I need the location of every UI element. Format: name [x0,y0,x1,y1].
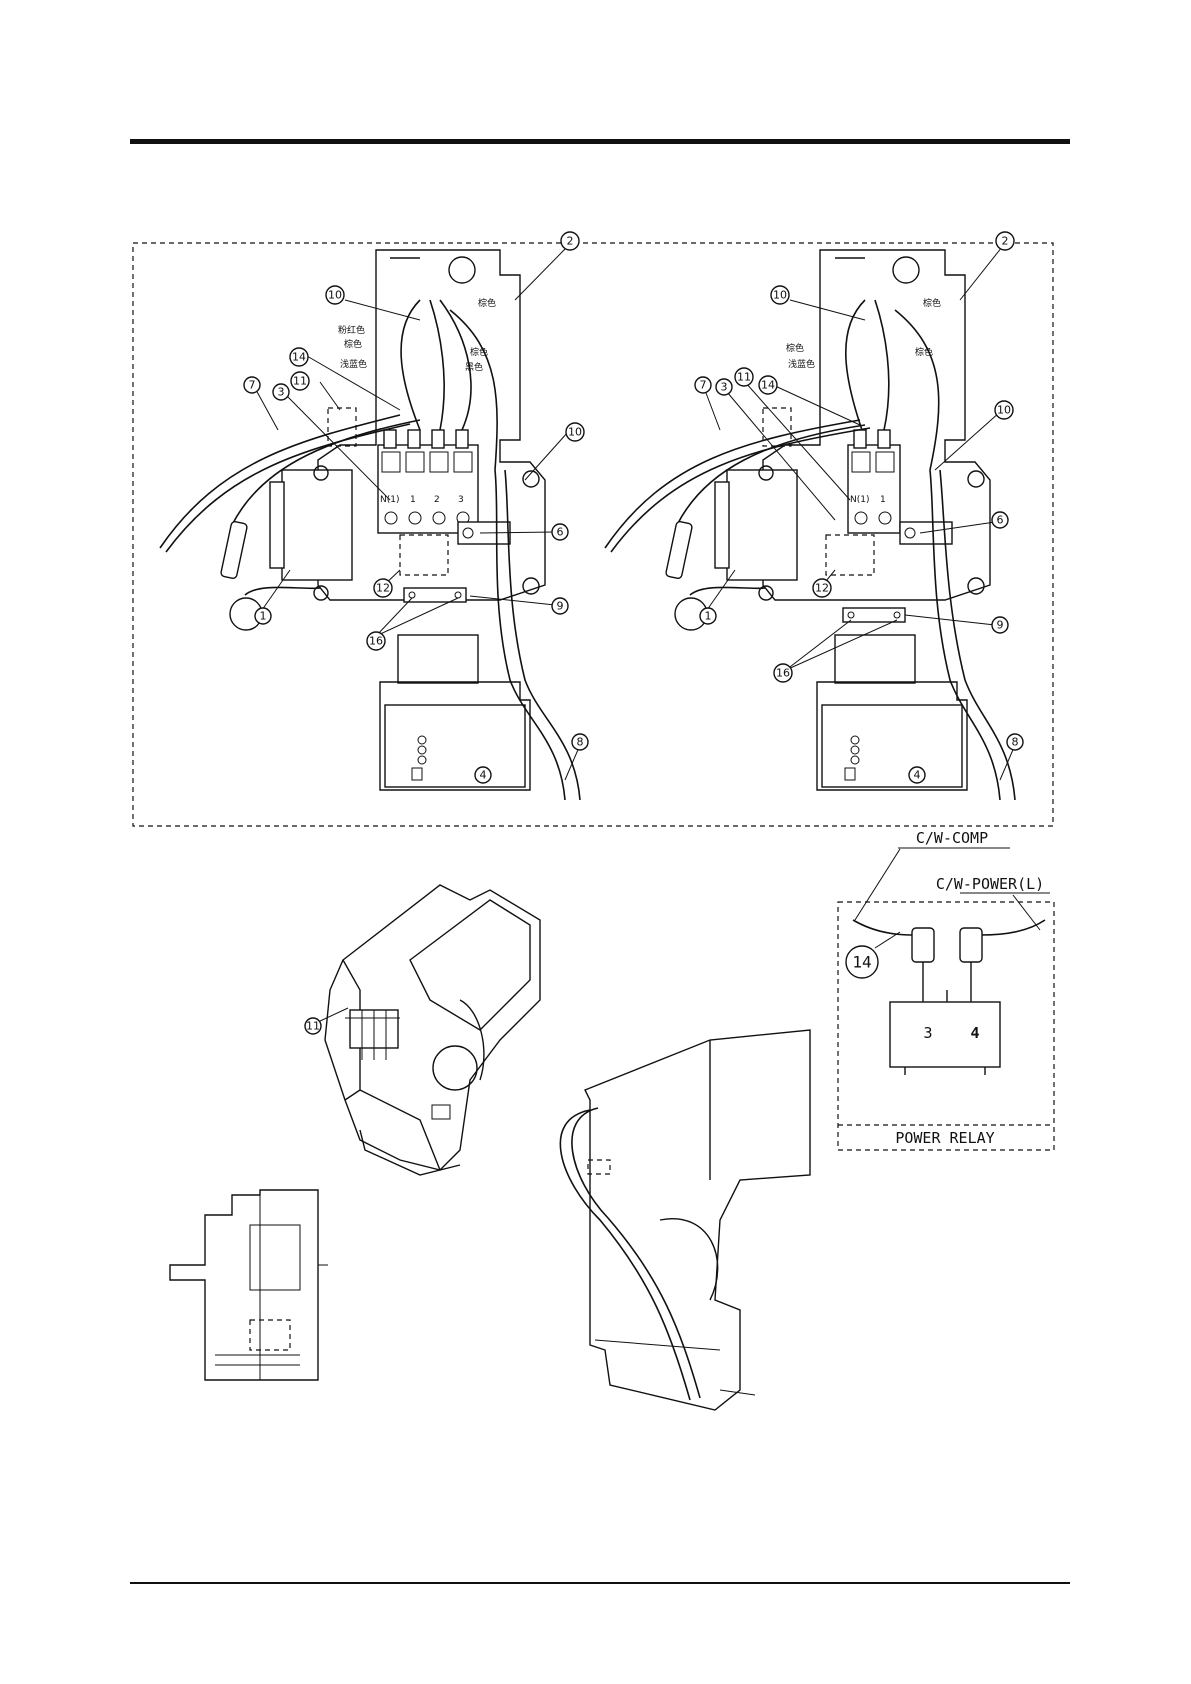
svg-text:14: 14 [852,953,871,972]
right-callout-2: 2 [996,232,1014,250]
svg-text:1: 1 [705,610,712,623]
left-wire-color-4: 浅蓝色 [340,358,367,370]
left-callout-12: 12 [374,579,392,597]
svg-text:1: 1 [260,610,267,623]
left-capacitor [282,470,352,580]
right-relay [822,705,962,787]
left-callout-14: 14 [290,348,308,366]
svg-text:6: 6 [997,514,1004,527]
svg-text:16: 16 [369,635,383,648]
left-callout-3: 3 [273,384,289,400]
relay-callout-14: 14 [846,946,878,978]
left-terminal-label-n1: N(1) [380,495,399,505]
left-wire-color-3: 棕色 [344,338,362,350]
svg-text:2: 2 [567,235,574,248]
power-relay-detail: POWER RELAY C/W-COMP C/W-POWER(L) 3 4 14 [838,829,1054,1150]
svg-text:9: 9 [557,600,564,613]
left-callout-6: 6 [552,524,568,540]
left-callout-11: 11 [291,372,309,390]
svg-text:4: 4 [914,769,921,782]
left-wire-color-6: 黑色 [465,361,483,373]
right-callout-10a: 10 [771,286,789,304]
svg-text:9: 9 [997,619,1004,632]
isometric-view: 11 [305,885,540,1175]
comp-wire-label: C/W-COMP [916,829,988,847]
left-relay [385,705,525,787]
side-view-large [560,1030,810,1410]
right-terminal-label-1: 1 [880,495,886,505]
svg-text:4: 4 [480,769,487,782]
svg-text:10: 10 [568,426,582,439]
svg-text:16: 16 [776,667,790,680]
footer-rule [130,1582,1070,1584]
right-callout-14: 14 [759,376,777,394]
svg-text:7: 7 [249,379,256,392]
svg-text:3: 3 [278,386,285,399]
svg-text:12: 12 [815,582,829,595]
left-terminal-label-2: 2 [434,495,440,505]
left-callout-4: 4 [475,767,491,783]
left-callout-8: 8 [572,734,588,750]
right-callout-10b: 10 [995,401,1013,419]
left-wire-color-1: 棕色 [478,297,496,309]
left-callout-9: 9 [552,598,568,614]
left-terminal-label-1: 1 [410,495,416,505]
right-wire-color-3: 浅蓝色 [788,358,815,370]
svg-text:14: 14 [292,351,306,364]
right-callout-12: 12 [813,579,831,597]
svg-text:8: 8 [1012,736,1019,749]
left-callout-1: 1 [255,608,271,624]
right-callout-11: 11 [735,368,753,386]
left-callout-10b: 10 [566,423,584,441]
relay-body [890,1002,1000,1067]
svg-text:8: 8 [577,736,584,749]
svg-text:12: 12 [376,582,390,595]
svg-text:10: 10 [328,289,342,302]
right-callout-8: 8 [1007,734,1023,750]
left-callout-2: 2 [561,232,579,250]
left-callout-7: 7 [244,377,260,393]
right-callout-9: 9 [992,617,1008,633]
right-callout-6: 6 [992,512,1008,528]
right-wire-color-2: 棕色 [786,342,804,354]
svg-text:11: 11 [306,1020,320,1033]
power-relay-title: POWER RELAY [895,1129,994,1147]
power-wire-label: C/W-POWER(L) [936,875,1044,893]
right-terminal-label-n1: N(1) [850,495,869,505]
svg-text:10: 10 [997,404,1011,417]
left-callout-10a: 10 [326,286,344,304]
left-terminal-label-3: 3 [458,495,464,505]
iso-callout-11: 11 [305,1018,321,1034]
right-callout-3: 3 [716,379,732,395]
right-callout-16: 16 [774,664,792,682]
left-callout-16: 16 [367,632,385,650]
left-wire-color-2: 粉红色 [338,324,365,336]
right-wire-color-4: 棕色 [915,346,933,358]
left-view: 棕色 粉红色 棕色 浅蓝色 棕色 黑色 N(1) 1 2 3 10 2 14 1… [160,232,588,800]
right-wire-color-1: 棕色 [923,297,941,309]
relay-pin-3-label: 3 [923,1024,932,1042]
right-callout-7: 7 [695,377,711,393]
svg-text:14: 14 [761,379,775,392]
side-view-small [170,1190,328,1380]
left-wire-color-5: 棕色 [470,346,488,358]
svg-text:2: 2 [1002,235,1009,248]
svg-text:3: 3 [721,381,728,394]
left-terminal-block [378,445,478,533]
svg-text:11: 11 [737,371,751,384]
right-callout-1: 1 [700,608,716,624]
svg-text:11: 11 [293,375,307,388]
right-callout-4: 4 [909,767,925,783]
svg-text:7: 7 [700,379,707,392]
svg-text:10: 10 [773,289,787,302]
right-capacitor [727,470,797,580]
relay-pin-4-label: 4 [970,1024,979,1042]
svg-text:6: 6 [557,526,564,539]
right-view: 棕色 棕色 浅蓝色 棕色 N(1) 1 10 2 11 3 7 14 10 6 … [605,232,1023,800]
